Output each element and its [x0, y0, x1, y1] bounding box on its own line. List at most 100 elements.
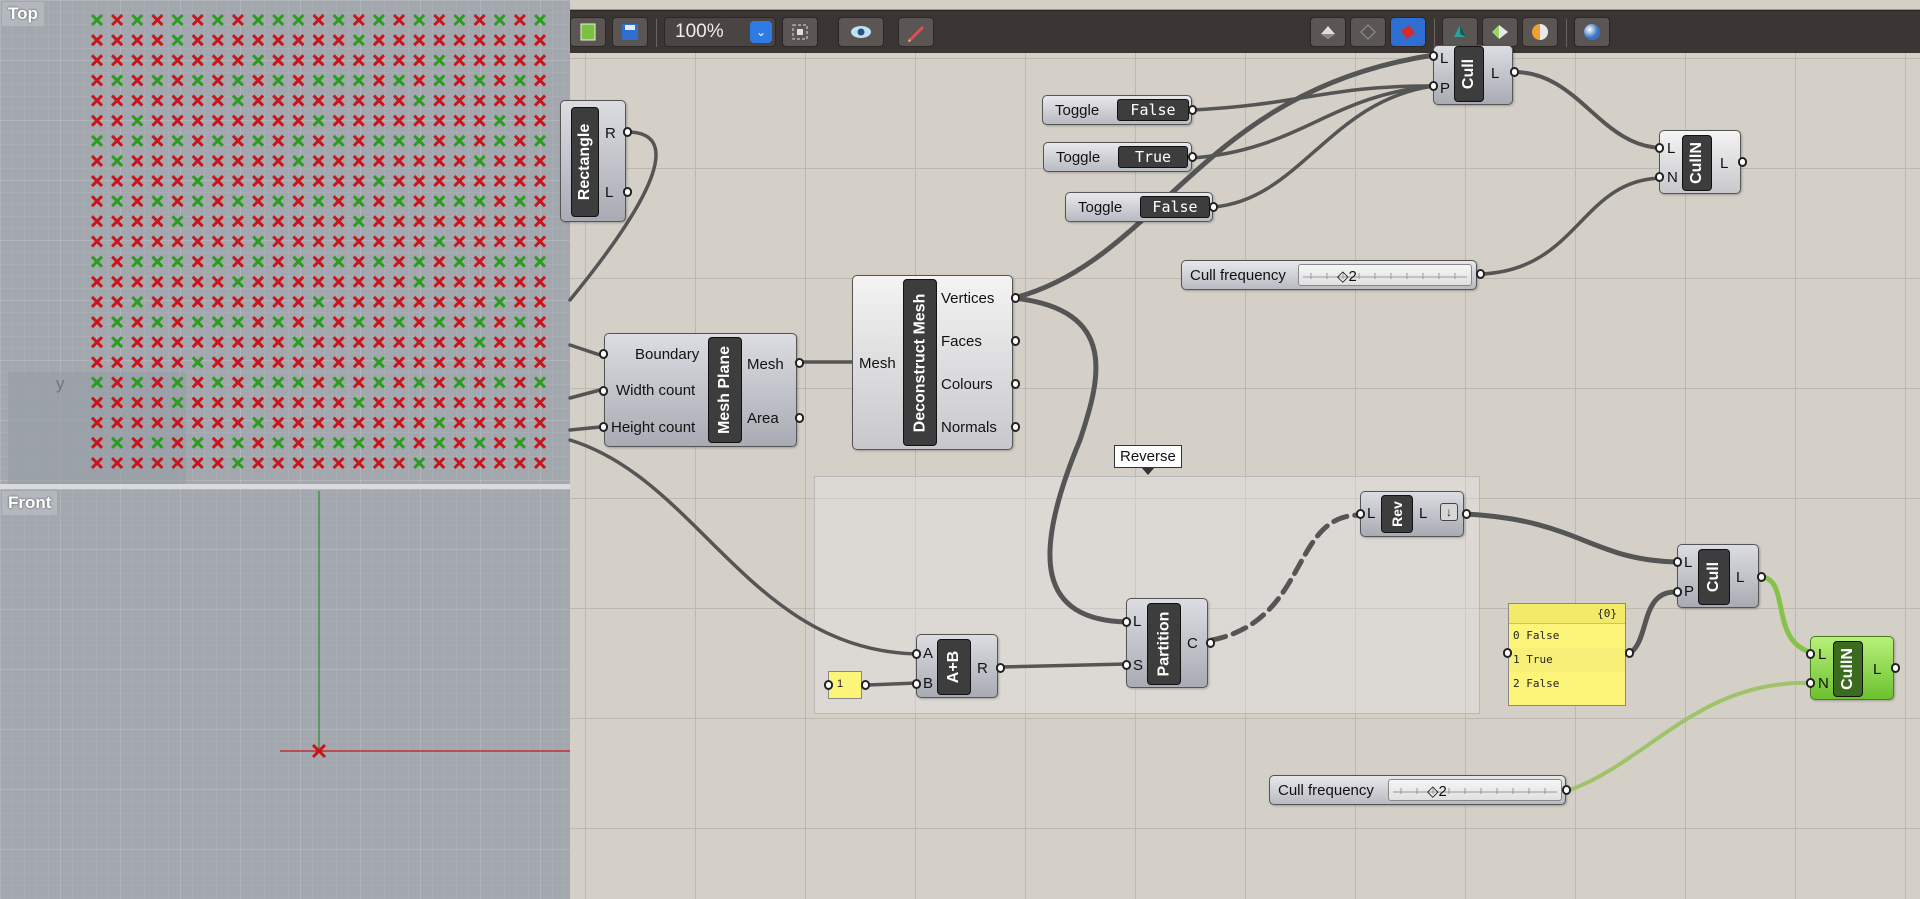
- deconstruct-out-vertices-grip[interactable]: [1011, 293, 1020, 303]
- mesh-plane-component[interactable]: Boundary Width count Height count Mesh P…: [604, 333, 797, 447]
- partition-in-l-grip[interactable]: [1122, 617, 1131, 627]
- rectangle-component[interactable]: Rectangle R L: [560, 100, 626, 222]
- grid-point-marker: [171, 396, 184, 409]
- culln-bottom-component[interactable]: L N CullN L: [1810, 636, 1894, 700]
- addition-component[interactable]: A B A+B R: [916, 634, 998, 698]
- deconstruct-out-normals-grip[interactable]: [1011, 422, 1020, 432]
- sketch-icon[interactable]: [898, 17, 934, 47]
- zoom-extents-icon[interactable]: [782, 17, 818, 47]
- grid-point-marker: [453, 74, 466, 87]
- rectangle-out-l-grip[interactable]: [623, 187, 632, 197]
- partition-out-c-grip[interactable]: [1206, 638, 1215, 648]
- addition-in-a-grip[interactable]: [912, 649, 921, 659]
- reverse-out-l-grip[interactable]: [1462, 509, 1471, 519]
- addition-in-b-grip[interactable]: [912, 679, 921, 689]
- panel-in-grip[interactable]: [1503, 648, 1512, 658]
- meshplane-out-mesh-grip[interactable]: [795, 358, 804, 368]
- deconstruct-out-faces-grip[interactable]: [1011, 336, 1020, 346]
- group-label[interactable]: Reverse: [1114, 445, 1182, 475]
- addition-out-r-grip[interactable]: [996, 663, 1005, 673]
- display-materials-icon[interactable]: [1482, 17, 1518, 47]
- cull-frequency-slider-2[interactable]: Cull frequency ◇2: [1269, 775, 1566, 805]
- reverse-component[interactable]: L Rev L ↓: [1360, 491, 1464, 537]
- grid-point-marker: [231, 215, 245, 228]
- slider-2-grip[interactable]: [1562, 785, 1571, 795]
- display-mesh-icon[interactable]: [1442, 17, 1478, 47]
- number-panel[interactable]: 1: [828, 671, 862, 699]
- toggle-2-grip[interactable]: [1188, 152, 1197, 162]
- grid-point-marker: [473, 54, 486, 67]
- grid-point-marker: [231, 34, 245, 47]
- reverse-in-l-grip[interactable]: [1356, 509, 1365, 519]
- slider-1-grip[interactable]: [1476, 269, 1485, 279]
- preview-wire-icon[interactable]: [1350, 17, 1386, 47]
- grid-point-marker: [513, 134, 526, 147]
- display-sphere-color-icon[interactable]: [1522, 17, 1558, 47]
- cull-top-in-l-grip[interactable]: [1429, 51, 1438, 61]
- toggle-3[interactable]: Toggle False: [1065, 192, 1213, 222]
- partition-component[interactable]: L S Partition C: [1126, 598, 1208, 688]
- toggle-3-value[interactable]: False: [1140, 196, 1210, 218]
- cull-bottom-component[interactable]: L P Cull L: [1677, 544, 1759, 608]
- deconstruct-out-colours-grip[interactable]: [1011, 379, 1020, 389]
- culln-top-in-l-grip[interactable]: [1655, 143, 1664, 153]
- grid-point-marker: [171, 416, 184, 429]
- grid-point-marker: [392, 215, 406, 228]
- meshplane-in-height-grip[interactable]: [599, 422, 608, 432]
- deconstruct-mesh-component[interactable]: Mesh Deconstruct Mesh Vertices Faces Col…: [852, 275, 1013, 450]
- culln-bottom-out-l-grip[interactable]: [1891, 663, 1900, 673]
- toggle-1-value[interactable]: False: [1117, 99, 1189, 121]
- viewport-divider[interactable]: [0, 484, 570, 489]
- grid-point-marker: [392, 255, 406, 268]
- rectangle-out-r-grip[interactable]: [623, 127, 632, 137]
- cull-bottom-out-l-grip[interactable]: [1757, 572, 1766, 582]
- grid-point-marker: [111, 74, 124, 87]
- zoom-dropdown[interactable]: ⌄: [746, 17, 776, 47]
- grid-point-marker: [151, 416, 164, 429]
- culln-top-out-l-grip[interactable]: [1738, 157, 1747, 167]
- cull-bottom-in-l-grip[interactable]: [1673, 557, 1682, 567]
- grid-point-marker: [312, 295, 325, 308]
- preview-eye-icon[interactable]: [838, 17, 884, 47]
- toggle-2[interactable]: Toggle True: [1043, 142, 1192, 172]
- cull-top-component[interactable]: L P Cull L: [1433, 45, 1513, 105]
- preview-selected-icon[interactable]: [1390, 17, 1426, 47]
- partition-in-s-grip[interactable]: [1122, 660, 1131, 670]
- panel-out-grip[interactable]: [1625, 648, 1634, 658]
- viewport-title-top[interactable]: Top: [2, 2, 44, 26]
- viewport-title-front[interactable]: Front: [2, 491, 58, 515]
- number-panel-in-grip[interactable]: [824, 680, 833, 690]
- cull-top-in-p-grip[interactable]: [1429, 81, 1438, 91]
- meshplane-out-area-grip[interactable]: [795, 413, 804, 423]
- culln-top-component[interactable]: L N CullN L: [1659, 130, 1741, 194]
- reverse-flag-icon[interactable]: ↓: [1440, 503, 1458, 521]
- cull-top-out-l-grip[interactable]: [1510, 67, 1519, 77]
- viewport-top[interactable]: y Top: [0, 0, 570, 484]
- grid-point-marker: [513, 315, 526, 329]
- preview-shaded-icon[interactable]: [1310, 17, 1346, 47]
- save-icon[interactable]: [612, 17, 648, 47]
- grid-point-marker: [453, 235, 466, 248]
- slider-2-track[interactable]: ◇2: [1388, 779, 1562, 801]
- open-icon[interactable]: [570, 17, 606, 47]
- grid-point-marker: [211, 356, 224, 369]
- culln-bottom-in-l-grip[interactable]: [1806, 649, 1815, 659]
- display-sphere-icon[interactable]: [1574, 17, 1610, 47]
- meshplane-in-width-grip[interactable]: [599, 386, 608, 396]
- culln-top-in-n-grip[interactable]: [1655, 172, 1664, 182]
- grid-point-marker: [131, 94, 144, 107]
- grid-point-marker: [433, 134, 446, 147]
- toggle-1-grip[interactable]: [1188, 105, 1197, 115]
- number-panel-out-grip[interactable]: [861, 680, 870, 690]
- cull-bottom-in-p-grip[interactable]: [1673, 587, 1682, 597]
- culln-bottom-in-n-grip[interactable]: [1806, 678, 1815, 688]
- viewport-front[interactable]: Front: [0, 489, 570, 899]
- grid-point-marker: [131, 195, 144, 208]
- toggle-3-grip[interactable]: [1209, 202, 1218, 212]
- boolean-panel[interactable]: {0} 0 False 1 True 2 False: [1508, 603, 1626, 706]
- meshplane-in-boundary-grip[interactable]: [599, 349, 608, 359]
- toggle-2-value[interactable]: True: [1118, 146, 1188, 168]
- slider-1-track[interactable]: ◇2: [1298, 264, 1472, 286]
- toggle-1[interactable]: Toggle False: [1042, 95, 1192, 125]
- cull-frequency-slider-1[interactable]: Cull frequency ◇2: [1181, 260, 1477, 290]
